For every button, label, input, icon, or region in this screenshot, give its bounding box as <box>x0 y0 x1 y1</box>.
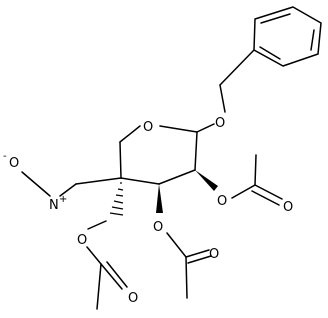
acetate1-methyl-bond <box>254 154 257 186</box>
nitro-plus-charge: + <box>59 194 67 205</box>
ring-oxygen-label: O <box>143 120 153 135</box>
wedge-bond-c3 <box>156 184 163 213</box>
acetate2-carbonyl-bond-a <box>185 249 210 258</box>
acetate1-o-c-bond <box>231 184 256 199</box>
acetate2-methyl-bond <box>185 256 188 299</box>
nitro-n-o-bond <box>21 171 51 197</box>
benzyl-ch2-oxygen-bond <box>219 84 226 113</box>
nitro-nitrogen-label: N <box>49 198 59 213</box>
acetate2-carbonyl-bond-b <box>187 255 212 264</box>
nitro-oxygen-label: O <box>9 156 19 171</box>
acetate3-o-c-bond <box>86 246 102 265</box>
acetate3-ester-oxygen-label: O <box>77 233 87 248</box>
acetate1-ester-oxygen-label: O <box>217 194 227 209</box>
hashed-bond-c4 <box>109 182 124 216</box>
acetate3-carbonyl-oxygen-label: O <box>128 291 138 306</box>
acetate3-o-bond <box>87 220 107 230</box>
acetate1-carbonyl-bond-b <box>251 190 280 206</box>
acetate2-carbonyl-oxygen-label: O <box>209 247 219 262</box>
nitromethyl-ch2-bond <box>75 177 122 185</box>
acetate2-ester-oxygen-label: O <box>153 220 163 235</box>
acetate3-carbonyl-bond-b <box>106 261 128 288</box>
wedge-bond-c2 <box>195 170 218 191</box>
nitro-minus-charge: - <box>3 151 7 162</box>
acetate2-o-c-bond <box>166 232 187 258</box>
acetate3-methyl-bond <box>96 263 102 310</box>
nitromethyl-n-bond <box>59 183 77 197</box>
acetate1-carbonyl-bond-a <box>254 184 283 200</box>
anomeric-oxygen-bond <box>196 123 215 133</box>
acetate3-carbonyl-bond-a <box>100 263 123 290</box>
acetate1-carbonyl-oxygen-label: O <box>283 200 293 215</box>
benzyl-ch2-bond <box>219 49 255 86</box>
benzene-ring <box>253 6 322 67</box>
pyranose-ring <box>119 125 198 185</box>
benzyl-oxygen-label: O <box>215 116 225 131</box>
